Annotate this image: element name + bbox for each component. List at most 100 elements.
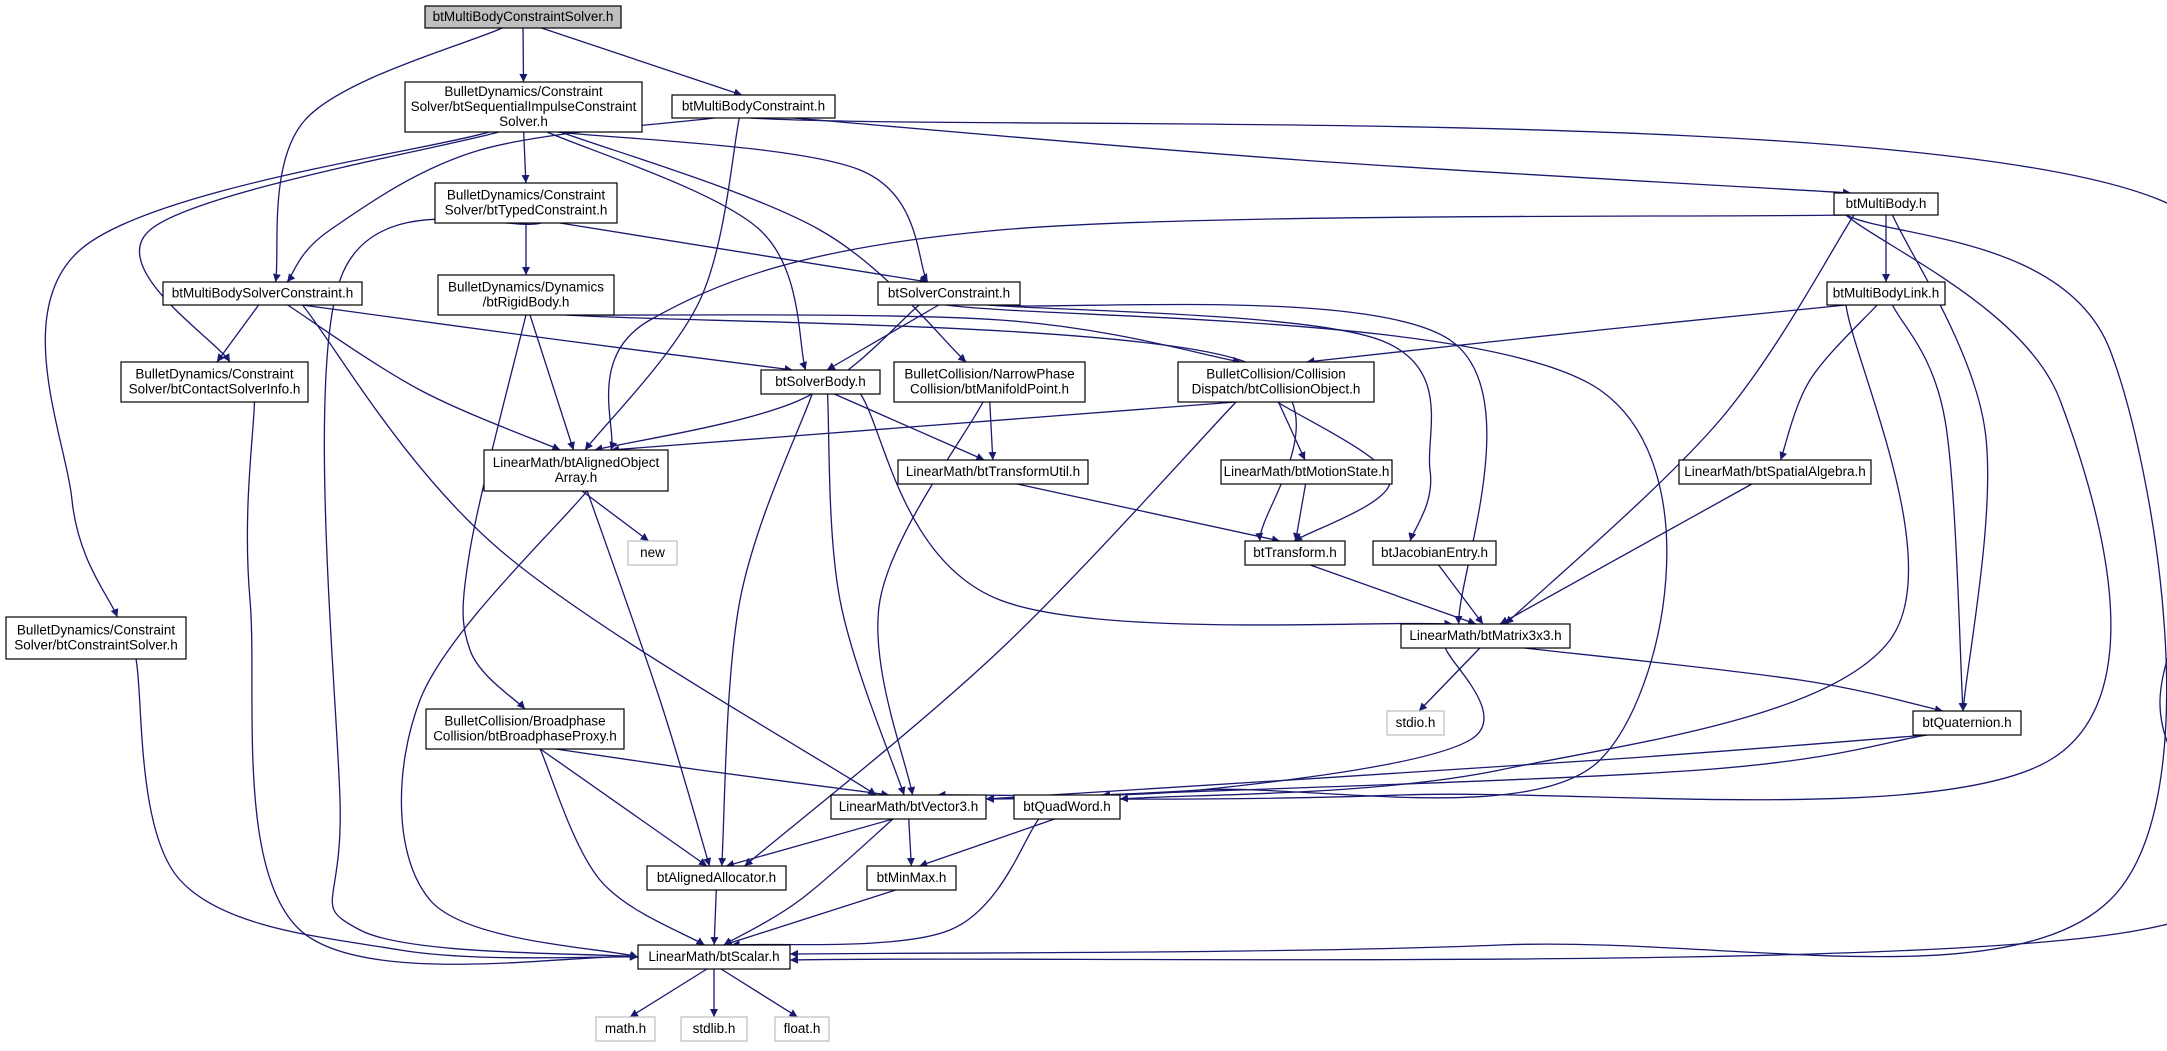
- node-transform[interactable]: btTransform.h: [1244, 540, 1346, 566]
- edge-seqimp-to-constraintsolver: [44, 131, 490, 618]
- node-box: [1826, 281, 1946, 306]
- node-label-line: btMultiBodyConstraintSolver.h: [433, 9, 614, 24]
- node-box: [627, 540, 678, 566]
- node-label-line: btAlignedAllocator.h: [657, 870, 776, 885]
- node-label-line: stdlib.h: [693, 1021, 736, 1036]
- node-box: [424, 5, 622, 29]
- node-label-line: math.h: [605, 1021, 646, 1036]
- node-transformutil[interactable]: LinearMath/btTransformUtil.h: [897, 459, 1089, 485]
- edge-vector3-to-scalar: [723, 818, 894, 946]
- node-box: [1177, 361, 1375, 403]
- node-broadphase[interactable]: BulletCollision/BroadphaseCollision/btBr…: [425, 708, 625, 750]
- edge-solverc-to-jacobian: [987, 304, 1433, 542]
- node-label-line: btMultiBodyLink.h: [1833, 286, 1940, 301]
- node-box: [437, 274, 615, 316]
- node-solverbody[interactable]: btSolverBody.h: [760, 369, 881, 395]
- edge-alignedalloc-to-scalar: [710, 889, 719, 946]
- node-label-line: BulletCollision/NarrowPhase: [904, 367, 1074, 382]
- node-label-line: btSolverConstraint.h: [888, 286, 1010, 301]
- edge-collobj-to-alignedalloc: [744, 401, 1237, 867]
- edge-root-to-mbconstraint: [541, 27, 743, 97]
- node-quaternion[interactable]: btQuaternion.h: [1912, 710, 2022, 736]
- node-label-line: btQuaternion.h: [1922, 715, 2011, 730]
- node-minmax[interactable]: btMinMax.h: [866, 865, 957, 891]
- node-mbconstraint[interactable]: btMultiBodyConstraint.h: [671, 94, 836, 119]
- node-solverc[interactable]: btSolverConstraint.h: [877, 281, 1021, 306]
- node-rigid[interactable]: BulletDynamics/Dynamics/btRigidBody.h: [437, 274, 615, 316]
- edge-mbody-to-vector3: [985, 214, 2112, 803]
- node-jacobian[interactable]: btJacobianEntry.h: [1372, 540, 1497, 566]
- node-box: [1386, 710, 1445, 736]
- node-spatial[interactable]: LinearMath/btSpatialAlgebra.h: [1678, 459, 1872, 485]
- edge-manifold-to-vector3: [877, 401, 984, 796]
- node-mblink[interactable]: btMultiBodyLink.h: [1826, 281, 1946, 306]
- edge-solverc-to-alignedarr: [594, 304, 920, 453]
- edge-mbsolverc-to-vector3: [301, 304, 877, 796]
- edge-quaternion-to-vector3: [985, 734, 1928, 803]
- edge-rigid-to-broadphase: [462, 314, 527, 710]
- node-label-line: float.h: [784, 1021, 821, 1036]
- node-collobj[interactable]: BulletCollision/CollisionDispatch/btColl…: [1177, 361, 1375, 403]
- edge-scalar-to-float: [720, 968, 798, 1018]
- edge-collobj-to-motionstate: [1277, 401, 1306, 461]
- edge-vector3-to-minmax: [906, 818, 915, 867]
- node-box: [1678, 459, 1872, 485]
- node-box: [1244, 540, 1346, 566]
- node-label-line: LinearMath/btScalar.h: [648, 949, 779, 964]
- node-box: [595, 1016, 656, 1042]
- edge-mblink-to-quadword: [1119, 304, 1910, 803]
- node-motionstate[interactable]: LinearMath/btMotionState.h: [1220, 459, 1393, 485]
- edge-alignedarr-to-alignedalloc: [586, 490, 712, 867]
- node-label-line: Dispatch/btCollisionObject.h: [1192, 382, 1361, 397]
- node-label-line: LinearMath/btMatrix3x3.h: [1409, 628, 1561, 643]
- node-math: math.h: [595, 1016, 656, 1042]
- node-typedc[interactable]: BulletDynamics/ConstraintSolver/btTypedC…: [434, 182, 618, 224]
- node-scalar[interactable]: LinearMath/btScalar.h: [637, 944, 791, 970]
- node-box: [1372, 540, 1497, 566]
- node-root[interactable]: btMultiBodyConstraintSolver.h: [424, 5, 622, 29]
- node-label-line: stdio.h: [1396, 715, 1436, 730]
- node-mbsolverc[interactable]: btMultiBodySolverConstraint.h: [162, 281, 363, 306]
- node-box: [877, 281, 1021, 306]
- node-contactinfo[interactable]: BulletDynamics/ConstraintSolver/btContac…: [120, 361, 309, 403]
- node-constraintsolver[interactable]: BulletDynamics/ConstraintSolver/btConstr…: [5, 616, 187, 660]
- node-label-line: LinearMath/btTransformUtil.h: [906, 464, 1080, 479]
- edge-mbsolverc-to-solverbody: [302, 304, 793, 373]
- node-box: [897, 459, 1089, 485]
- node-alignedalloc[interactable]: btAlignedAllocator.h: [646, 865, 787, 891]
- edge-root-to-mbsolverc: [272, 27, 503, 283]
- edge-typedc-to-solverc: [559, 222, 928, 285]
- node-label-line: BulletDynamics/Constraint: [444, 84, 603, 99]
- node-quadword[interactable]: btQuadWord.h: [1013, 794, 1121, 820]
- edge-spatial-to-matrix: [1499, 483, 1753, 625]
- node-box: [680, 1016, 748, 1042]
- node-label-line: BulletCollision/Broadphase: [444, 714, 605, 729]
- node-label-line: btMultiBodyConstraint.h: [682, 99, 825, 114]
- node-label-line: BulletCollision/Collision: [1206, 367, 1346, 382]
- node-label-line: BulletDynamics/Constraint: [135, 367, 294, 382]
- node-manifold[interactable]: BulletCollision/NarrowPhaseCollision/btM…: [893, 361, 1086, 403]
- node-matrix[interactable]: LinearMath/btMatrix3x3.h: [1400, 623, 1571, 649]
- edge-scalar-to-math: [629, 968, 708, 1018]
- node-label-line: Collision/btBroadphaseProxy.h: [433, 729, 617, 744]
- node-stdio: stdio.h: [1386, 710, 1445, 736]
- node-seqimp[interactable]: BulletDynamics/ConstraintSolver/btSequen…: [404, 81, 643, 133]
- node-mbody[interactable]: btMultiBody.h: [1833, 192, 1939, 216]
- node-box: [1912, 710, 2022, 736]
- node-label-line: btMinMax.h: [877, 870, 947, 885]
- edge-mblink-to-quaternion: [1891, 304, 1967, 712]
- node-label-line: btMultiBodySolverConstraint.h: [172, 286, 354, 301]
- node-vector3[interactable]: LinearMath/btVector3.h: [830, 794, 987, 820]
- edges-layer: [44, 27, 2167, 1018]
- node-label-line: LinearMath/btAlignedObject: [493, 455, 660, 470]
- node-label-line: btQuadWord.h: [1023, 799, 1111, 814]
- node-stdlib: stdlib.h: [680, 1016, 748, 1042]
- edge-alignedarr-to-scalar: [400, 490, 639, 959]
- node-label-line: btMultiBody.h: [1846, 196, 1927, 211]
- node-box: [830, 794, 987, 820]
- edge-mbsolverc-to-contactinfo: [216, 304, 260, 363]
- node-box: [893, 361, 1086, 403]
- node-label-line: LinearMath/btSpatialAlgebra.h: [1684, 464, 1866, 479]
- node-box: [5, 616, 187, 660]
